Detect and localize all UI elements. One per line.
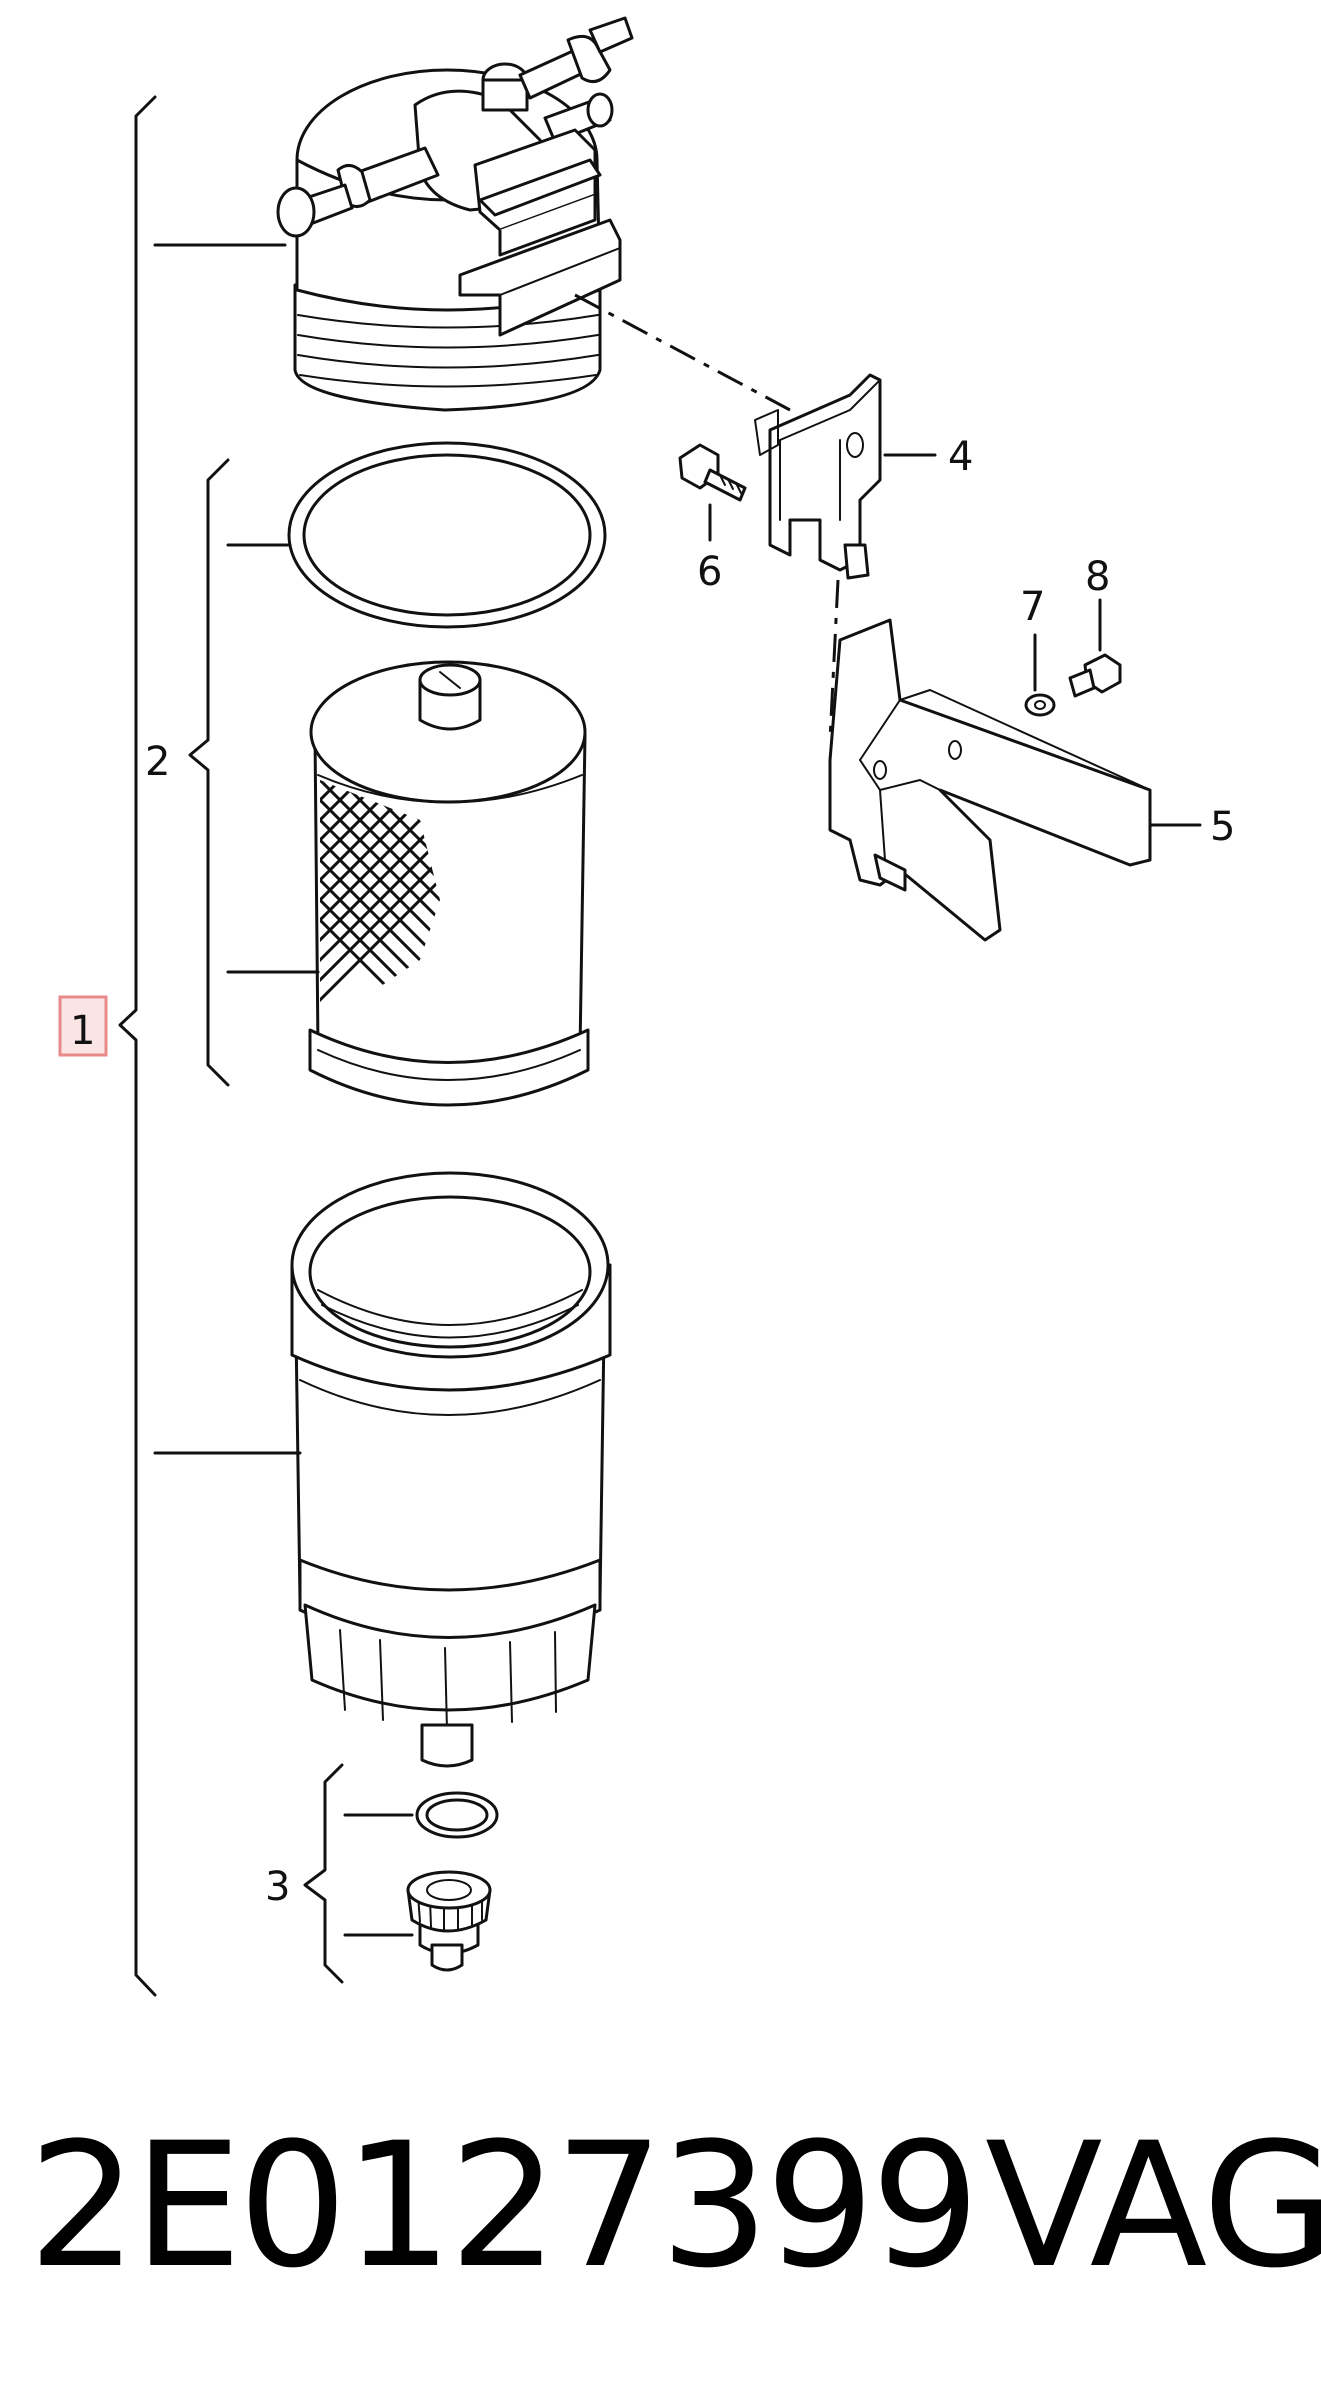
part-number: 2E0127399 [28,2105,980,2306]
callout-2: 2 [145,739,170,785]
filter-head [276,16,634,412]
callout-5: 5 [1210,804,1235,850]
o-ring-small [415,1791,499,1839]
assembly-1-bracket [118,95,157,1997]
callout-8: 8 [1085,554,1110,600]
bracket-4 [754,373,882,580]
callout-4: 4 [948,434,973,480]
assembly-3-bracket [303,1763,344,1984]
filter-mesh-hatch [320,780,440,1020]
assembly-chain-line-2 [828,579,840,741]
brand-label: VAG [985,2105,1321,2306]
washer-7 [1024,693,1056,717]
drain-plug [406,1870,492,1972]
bolt-8 [1068,653,1122,698]
assembly-chain-line [574,293,791,412]
callout-7: 7 [1020,584,1045,630]
assembly-2-bracket [188,458,230,1087]
callout-1: 1 [70,1008,95,1054]
o-ring-large [287,441,607,629]
callout-1-highlight-box [58,995,108,1057]
callout-6: 6 [697,549,722,595]
filter-bowl [290,1171,612,1768]
filter-cartridge [308,660,590,1107]
bracket-5 [828,618,1152,942]
bolt-6 [678,443,747,502]
callout-3: 3 [265,1864,290,1910]
